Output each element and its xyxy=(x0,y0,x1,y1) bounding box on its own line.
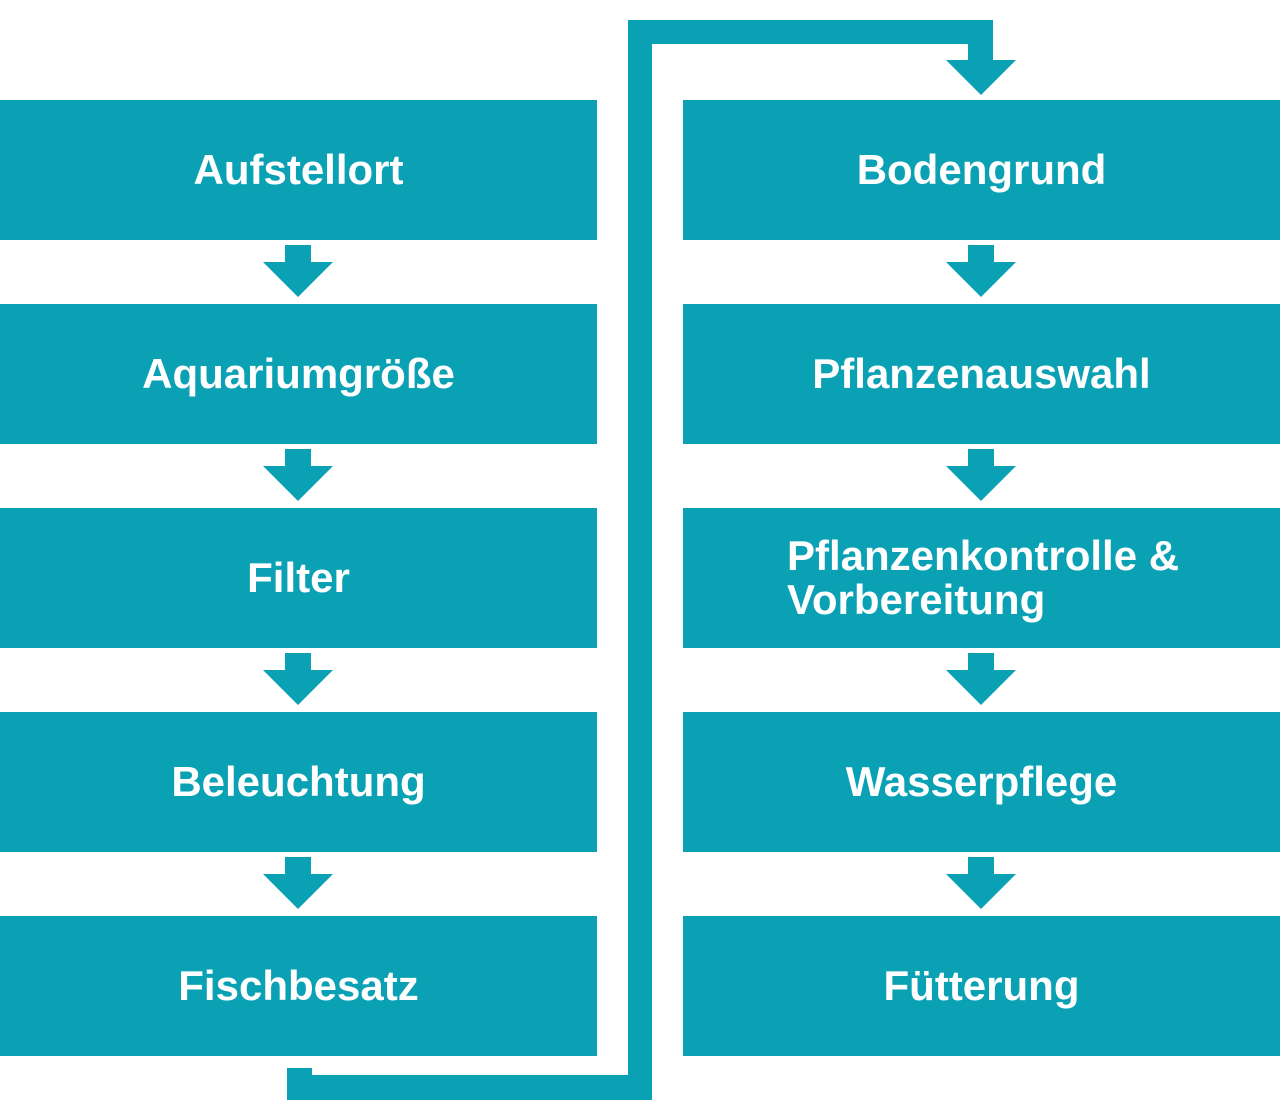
arrow-head xyxy=(263,466,333,501)
connector-top-bar xyxy=(628,20,993,44)
down-arrow-icon xyxy=(946,857,1016,909)
connector-arrow-stem xyxy=(968,44,993,62)
connector-down-arrow-icon xyxy=(946,60,1016,95)
arrow-head xyxy=(946,874,1016,909)
flow-step-label: Fütterung xyxy=(883,961,1080,1009)
flow-step-label: Pflanzenauswahl xyxy=(812,349,1151,397)
arrow-head xyxy=(946,670,1016,705)
flow-step-label: Aquariumgröße xyxy=(142,349,455,397)
down-arrow-icon xyxy=(263,449,333,501)
flow-step-label: Wasserpflege xyxy=(845,757,1118,805)
connector-vertical-line xyxy=(628,20,652,1100)
flow-step-aquariumgroesse: Aquariumgröße xyxy=(0,304,597,444)
flow-step-beleuchtung: Beleuchtung xyxy=(0,712,597,852)
arrow-stem xyxy=(285,245,311,262)
connector-bottom-bar xyxy=(287,1075,652,1100)
down-arrow-icon xyxy=(946,653,1016,705)
flow-step-aufstellort: Aufstellort xyxy=(0,100,597,240)
arrow-head xyxy=(263,874,333,909)
flow-step-fuetterung: Fütterung xyxy=(683,916,1280,1056)
flow-step-pflanzenauswahl: Pflanzenauswahl xyxy=(683,304,1280,444)
down-arrow-icon xyxy=(946,449,1016,501)
arrow-head xyxy=(263,262,333,297)
arrow-stem xyxy=(285,653,311,670)
arrow-head xyxy=(946,466,1016,501)
flow-step-label: Bodengrund xyxy=(856,145,1107,193)
down-arrow-icon xyxy=(263,857,333,909)
down-arrow-icon xyxy=(946,245,1016,297)
flow-step-label: Pflanzenkontrolle & Vorbereitung xyxy=(787,531,1180,623)
down-arrow-icon xyxy=(263,245,333,297)
flow-step-pflanzenkontrolle-vorbereitung: Pflanzenkontrolle & Vorbereitung xyxy=(683,508,1280,648)
flow-step-filter: Filter xyxy=(0,508,597,648)
arrow-stem xyxy=(968,857,994,874)
flow-step-bodengrund: Bodengrund xyxy=(683,100,1280,240)
arrow-stem xyxy=(968,449,994,466)
flow-step-label: Beleuchtung xyxy=(171,757,426,805)
flow-step-label: Filter xyxy=(247,553,350,601)
flow-step-label: Fischbesatz xyxy=(178,961,419,1009)
arrow-stem xyxy=(968,245,994,262)
arrow-stem xyxy=(285,449,311,466)
arrow-head xyxy=(263,670,333,705)
flow-step-fischbesatz: Fischbesatz xyxy=(0,916,597,1056)
down-arrow-icon xyxy=(263,653,333,705)
arrow-head xyxy=(946,262,1016,297)
arrow-stem xyxy=(285,857,311,874)
flow-step-label: Aufstellort xyxy=(193,145,404,193)
flow-step-wasserpflege: Wasserpflege xyxy=(683,712,1280,852)
arrow-stem xyxy=(968,653,994,670)
